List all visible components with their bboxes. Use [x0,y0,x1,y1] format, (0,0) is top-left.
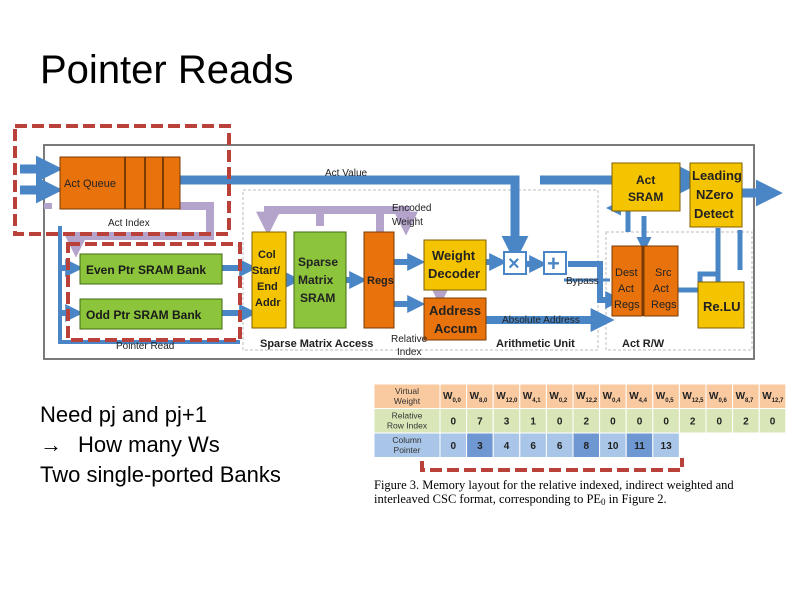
weight-decoder-line1: Weight [432,248,476,263]
page-title: Pointer Reads [40,48,294,92]
col-start-line1: Col [258,249,276,261]
highlight-act-queue [13,124,231,236]
relu-label: Re.LU [703,299,741,314]
act-value-label: Act Value [325,168,367,179]
dest-act-regs-block [611,245,643,317]
act-sram-block [611,162,681,212]
bullet-2: → How many Ws [40,430,281,460]
relative-index-line2: Index [397,347,421,358]
dest-line2: Act [618,283,634,295]
col-start-line2: Start/ [252,265,280,277]
caption-suffix: in Figure 2. [605,492,667,506]
highlight-column-pointers [420,424,684,472]
caption-subscript: 0 [601,497,606,507]
odd-ptr-sram-block [79,298,223,330]
leading-line1: Leading [692,168,742,183]
even-ptr-sram-block [79,253,223,285]
col-start-end-block [251,231,287,329]
caption-text: Figure 3. Memory layout for the relative… [374,478,734,506]
weight-decoder-line2: Decoder [428,266,480,281]
bypass-label: Bypass [566,276,599,287]
address-accum-block [423,297,487,341]
leading-line2: NZero [696,187,734,202]
even-ptr-label: Even Ptr SRAM Bank [86,263,206,277]
bullet-list: Need pj and pj+1 → How many Ws Two single… [40,400,281,490]
src-line2: Act [653,283,669,295]
dest-line1: Dest [615,267,638,279]
arrow-right-icon: → [40,432,62,457]
act-index-label: Act Index [108,218,150,229]
relative-index-line1: Relative [391,334,428,345]
sparse-matrix-sram-block [293,231,347,329]
absolute-address-label: Absolute Address [502,315,580,326]
leading-nzero-detect-block [689,162,743,228]
leading-line3: Detect [694,206,734,221]
odd-ptr-label: Odd Ptr SRAM Bank [86,308,202,322]
adder-block [543,251,567,275]
act-rw-label: Act R/W [622,338,665,350]
address-accum-line2: Accum [434,321,477,336]
relu-block [697,281,745,329]
bullet-2-text: How many Ws [78,432,220,457]
pointer-read-label: Pointer Read [116,341,174,352]
sparse-line3: SRAM [300,291,335,305]
act-sram-line2: SRAM [628,190,663,204]
src-line3: Regs [651,299,677,311]
col-start-line3: End [257,281,278,293]
src-act-regs-block [643,245,679,317]
act-queue-block [59,156,181,210]
encoded-weight-line2: Weight [392,217,423,228]
add-icon: + [547,251,560,276]
col-start-line4: Addr [255,297,281,309]
dest-line3: Regs [614,299,640,311]
address-accum-line1: Address [429,303,481,318]
multiplier-block [503,251,527,275]
bullet-3: Two single-ported Banks [40,462,281,487]
sparse-line2: Matrix [298,273,334,287]
sparse-line1: Sparse [298,255,338,269]
figure-caption: Figure 3. Memory layout for the relative… [374,478,774,509]
regs-label: Regs [367,275,394,287]
src-line1: Src [655,267,672,279]
multiply-icon: × [508,253,520,275]
act-sram-line1: Act [636,173,655,187]
highlight-pointer-banks [66,242,242,342]
act-queue-label: Act Queue [64,178,116,190]
bullet-1: Need pj and pj+1 [40,402,207,427]
encoded-weight-line1: Encoded [392,203,431,214]
sparse-matrix-access-label: Sparse Matrix Access [260,338,373,350]
regs-block [363,231,395,329]
weight-decoder-block [423,239,487,291]
arithmetic-unit-label: Arithmetic Unit [496,338,575,350]
